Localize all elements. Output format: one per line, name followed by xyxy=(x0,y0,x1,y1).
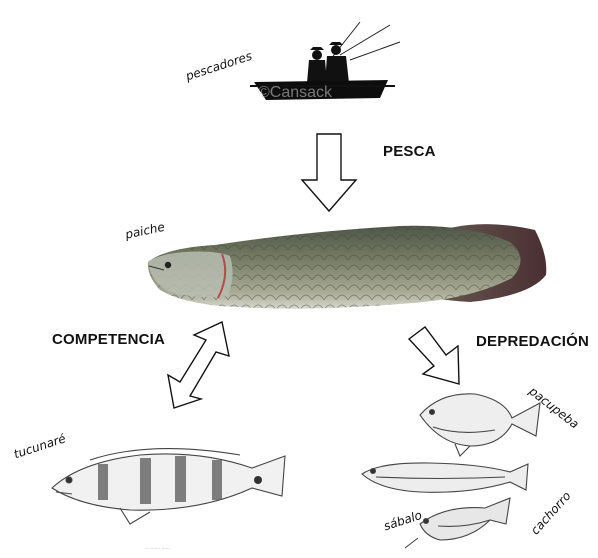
svg-text:©Cansack: ©Cansack xyxy=(258,84,333,101)
fishing-label: PESCA xyxy=(383,143,436,160)
cachorro-image xyxy=(405,498,510,548)
svg-text:.. ........ ......: .. ........ ...... xyxy=(145,545,170,551)
boat-fishermen-image: ©Cansack xyxy=(250,22,400,101)
sabalo-image xyxy=(362,463,528,492)
competition-label: COMPETENCIA xyxy=(52,331,165,348)
fishing-arrow xyxy=(302,134,356,211)
pacupeba-image xyxy=(420,394,540,456)
predation-label: DEPREDACIÓN xyxy=(476,333,589,350)
tucunare-image xyxy=(52,449,285,524)
competition-arrow xyxy=(168,322,229,408)
predation-arrow xyxy=(409,327,459,384)
paiche-image xyxy=(148,224,546,308)
